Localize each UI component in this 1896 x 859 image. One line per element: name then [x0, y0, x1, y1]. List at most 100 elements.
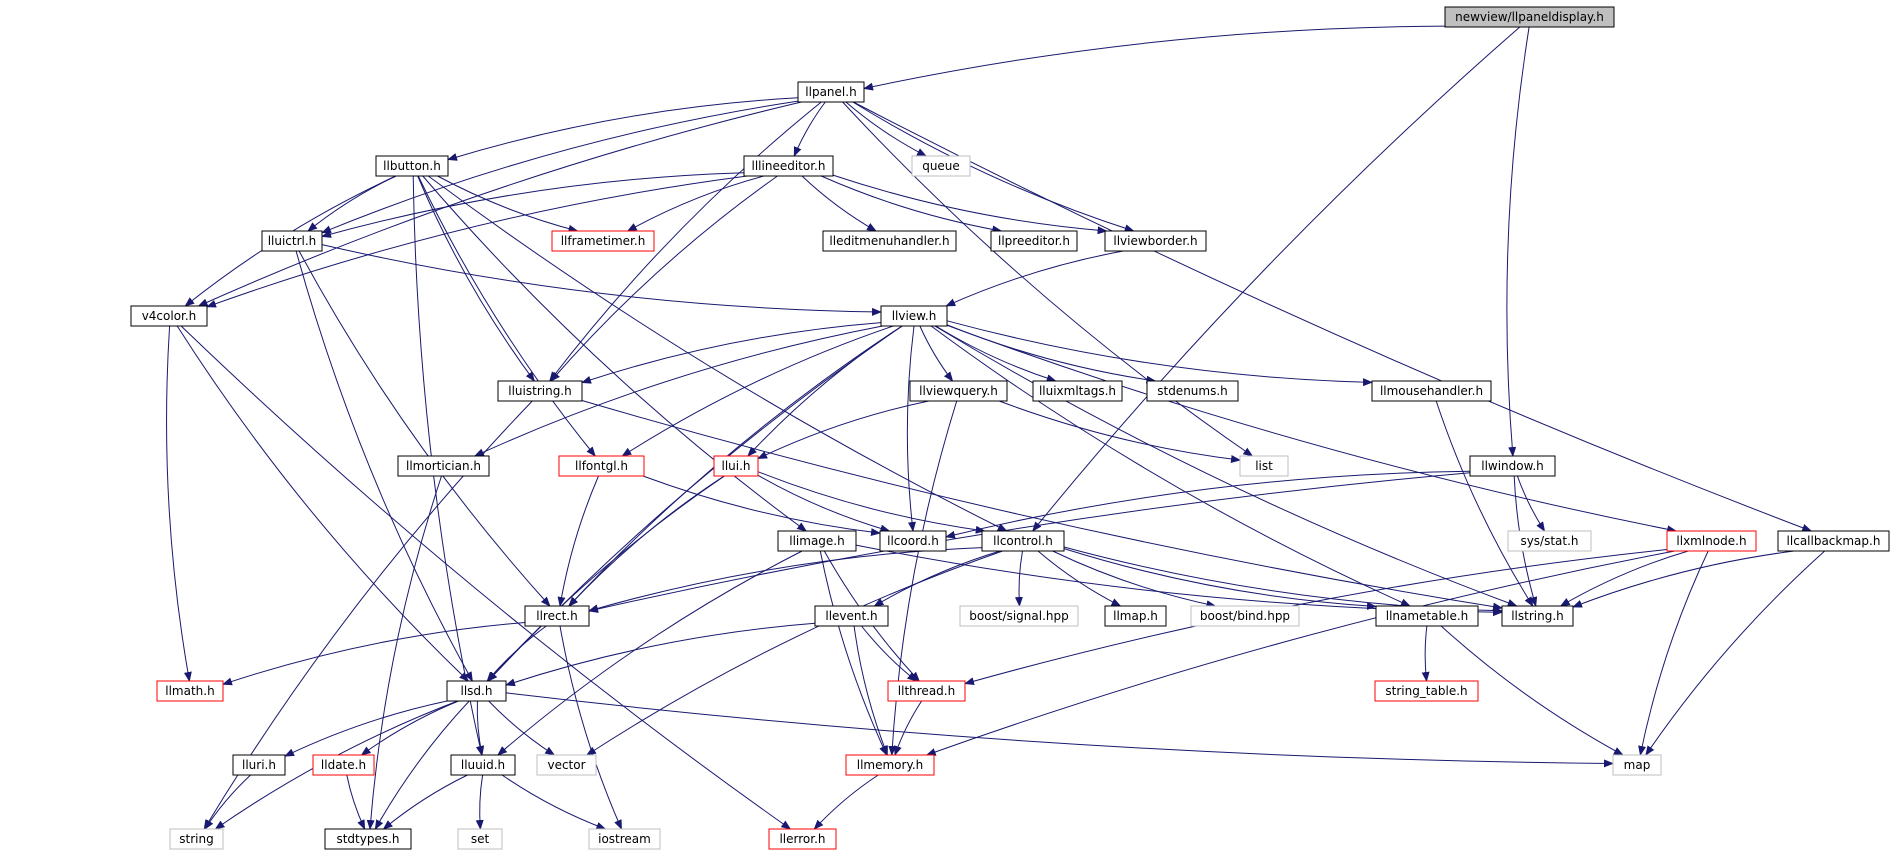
- edge-v4color-to-llsd: [176, 325, 470, 682]
- node-llmath[interactable]: llmath.h: [156, 680, 224, 702]
- node-llpanel[interactable]: llpanel.h: [797, 81, 865, 103]
- node-llviewborder[interactable]: llviewborder.h: [1104, 230, 1207, 252]
- node-label: string: [179, 832, 213, 846]
- edge-llcallbackmap-to-llstring: [1572, 550, 1795, 608]
- node-llmap[interactable]: llmap.h: [1104, 605, 1167, 627]
- node-string[interactable]: string: [169, 828, 224, 850]
- node-llmemory[interactable]: llmemory.h: [845, 754, 935, 776]
- node-sysstat[interactable]: sys/stat.h: [1507, 530, 1592, 552]
- node-map[interactable]: map: [1612, 754, 1662, 776]
- node-label: llstring.h: [1511, 609, 1564, 623]
- edge-llui-to-llcontrol: [757, 471, 986, 534]
- node-label: lluictrl.h: [268, 234, 317, 248]
- node-llmortician[interactable]: llmortician.h: [397, 455, 490, 477]
- edge-llxmlnode-to-llthread: [964, 549, 1668, 686]
- node-lluistring[interactable]: lluistring.h: [497, 380, 583, 402]
- node-llcallbackmap[interactable]: llcallbackmap.h: [1777, 530, 1890, 552]
- edge-llcontrol-to-vector: [586, 550, 1003, 756]
- node-llevent[interactable]: llevent.h: [814, 605, 889, 627]
- node-box: [879, 530, 947, 552]
- node-llcontrol[interactable]: llcontrol.h: [981, 530, 1065, 552]
- edge-llrect-to-llsd: [486, 625, 547, 682]
- node-label: llerror.h: [779, 832, 825, 846]
- node-label: llmemory.h: [857, 758, 924, 772]
- node-label: set: [471, 832, 490, 846]
- edge-llimage-to-lluuid: [497, 550, 803, 756]
- node-llwindow[interactable]: llwindow.h: [1469, 455, 1556, 477]
- edge-lllineeditor-to-llframetimer: [626, 175, 764, 232]
- node-box: [397, 455, 490, 477]
- node-label: llmath.h: [165, 684, 214, 698]
- node-llstring[interactable]: llstring.h: [1501, 605, 1574, 627]
- node-set[interactable]: set: [457, 828, 503, 850]
- node-box: [558, 455, 645, 477]
- edge-llrect-to-iostream: [559, 625, 622, 830]
- node-llthread[interactable]: llthread.h: [887, 680, 966, 702]
- node-lluictrl[interactable]: lluictrl.h: [261, 230, 323, 252]
- node-label: llsd.h: [461, 684, 493, 698]
- node-box: [743, 155, 834, 177]
- node-llpreeditor[interactable]: llpreeditor.h: [990, 230, 1078, 252]
- node-box: [1190, 605, 1300, 627]
- node-box: [1375, 605, 1479, 627]
- node-label: llcoord.h: [887, 534, 939, 548]
- node-stdtypes[interactable]: stdtypes.h: [324, 828, 412, 850]
- node-lldate[interactable]: lldate.h: [312, 754, 375, 776]
- node-llcoord[interactable]: llcoord.h: [879, 530, 947, 552]
- edge-llnametable-to-map: [1440, 625, 1624, 756]
- node-label: llpanel.h: [805, 85, 856, 99]
- node-box: [1032, 380, 1123, 402]
- node-llerror[interactable]: llerror.h: [768, 828, 837, 850]
- node-llimage[interactable]: llimage.h: [777, 530, 857, 552]
- node-box: [536, 754, 597, 776]
- node-label: lllineeditor.h: [752, 159, 826, 173]
- node-llmousehandler[interactable]: llmousehandler.h: [1371, 380, 1492, 402]
- node-box: [797, 81, 865, 103]
- edge-llpanel-to-llbutton: [447, 97, 799, 161]
- node-lluuid[interactable]: lluuid.h: [450, 754, 516, 776]
- edge-root-to-llwindow: [1506, 26, 1530, 457]
- node-lluixmltags[interactable]: lluixmltags.h: [1032, 380, 1123, 402]
- node-label: llmap.h: [1113, 609, 1158, 623]
- node-llxmlnode[interactable]: llxmlnode.h: [1666, 530, 1757, 552]
- node-boostbind[interactable]: boost/bind.hpp: [1190, 605, 1300, 627]
- node-lleditmenuhandler[interactable]: lleditmenuhandler.h: [822, 230, 957, 252]
- node-v4color[interactable]: v4color.h: [130, 305, 208, 327]
- node-queue[interactable]: queue: [911, 155, 971, 177]
- node-box: [880, 305, 948, 327]
- node-llbutton[interactable]: llbutton.h: [375, 155, 449, 177]
- edge-llbutton-to-llframetimer: [437, 175, 579, 233]
- edge-llcallbackmap-to-map: [1645, 550, 1826, 756]
- node-iostream[interactable]: iostream: [588, 828, 661, 850]
- node-box: [375, 155, 449, 177]
- edge-lluri-to-string: [204, 774, 251, 830]
- node-lllineeditor[interactable]: lllineeditor.h: [743, 155, 834, 177]
- node-box: [887, 680, 966, 702]
- node-llui[interactable]: llui.h: [713, 455, 759, 477]
- node-label: string_table.h: [1385, 684, 1467, 698]
- node-llrect[interactable]: llrect.h: [524, 605, 590, 627]
- node-lluri[interactable]: lluri.h: [232, 754, 286, 776]
- edge-llcontrol-to-boostbind: [1052, 550, 1217, 609]
- node-llframetimer[interactable]: llframetimer.h: [551, 230, 655, 252]
- node-list[interactable]: list: [1239, 455, 1289, 477]
- node-stdenums[interactable]: stdenums.h: [1146, 380, 1239, 402]
- node-string_table[interactable]: string_table.h: [1374, 680, 1479, 702]
- node-llnametable[interactable]: llnametable.h: [1375, 605, 1479, 627]
- node-label: boost/signal.hpp: [969, 609, 1068, 623]
- node-llsd[interactable]: llsd.h: [446, 680, 507, 702]
- node-label: llui.h: [721, 459, 750, 473]
- edge-llview-to-llcoord: [906, 325, 916, 532]
- node-llviewquery[interactable]: llviewquery.h: [909, 380, 1008, 402]
- node-label: queue: [922, 159, 960, 173]
- node-box: [981, 530, 1065, 552]
- node-root[interactable]: newview/llpaneldisplay.h: [1444, 6, 1615, 28]
- node-vector[interactable]: vector: [536, 754, 597, 776]
- edge-llview-to-llui: [747, 325, 903, 457]
- edge-llxmlnode-to-llstring: [1559, 550, 1689, 607]
- edge-llcontrol-to-llrect: [588, 547, 983, 613]
- node-llview[interactable]: llview.h: [880, 305, 948, 327]
- edge-lluictrl-to-llsd: [295, 250, 473, 682]
- node-boostsignal[interactable]: boost/signal.hpp: [959, 605, 1079, 627]
- node-llfontgl[interactable]: llfontgl.h: [558, 455, 645, 477]
